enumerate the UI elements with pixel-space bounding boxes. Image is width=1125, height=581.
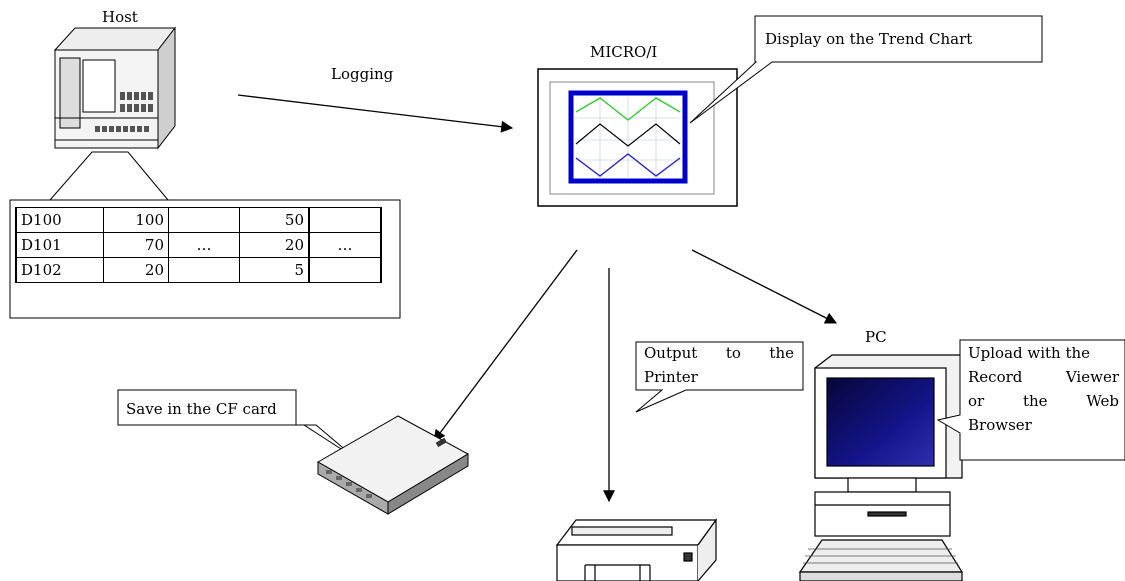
table-cell: 5 [239,257,310,283]
arrow-to-cf-card [433,249,578,442]
table-cell: D100 [15,207,104,233]
printer-callout-box [635,341,804,413]
printer-callout-text: Output to the Printer [644,341,794,389]
logging-label: Logging [331,65,394,83]
table-cell: … [168,232,240,258]
upload-callout-box [936,339,1125,461]
table-cell [308,257,382,283]
cf-card-callout-box [117,389,356,459]
cf-card-image [316,415,470,515]
table-cell: D101 [15,232,104,258]
upload-callout-line-3: or the Web [968,392,1119,410]
micro-i-label: MICRO/I [590,43,658,61]
table-cell: 50 [239,207,310,233]
logging-arrow [237,94,514,133]
table-callout-box [9,199,401,319]
table-cell [168,257,240,283]
table-row: D102 20 5 [15,257,382,283]
trend-chart-callout-text: Display on the Trend Chart [765,30,973,48]
printer-callout-line-1: Output to the [644,344,794,362]
table-cell [168,207,240,233]
table-cell: … [308,232,382,258]
upload-callout-line-1: Upload with the [968,344,1091,362]
host-label: Host [102,8,138,26]
host-callout-pointer [49,151,169,201]
table-row: D101 70 … 20 … [15,232,382,258]
pc-image [798,354,964,581]
trend-callout-box [689,15,1043,124]
upload-callout-text: Upload with the Record Viewer or the Web… [968,341,1119,437]
micro-i-device [537,68,738,207]
trend-line-green [575,97,681,121]
data-register-table: D100 100 50 D101 70 … 20 … D102 20 5 [15,207,382,283]
printer-callout-line-2: Printer [644,368,698,386]
table-cell: 70 [103,232,169,258]
cf-card-callout-text: Save in the CF card [126,400,277,418]
trend-line-black [575,123,681,147]
table-cell: D102 [15,257,104,283]
arrow-to-pc [691,249,838,324]
trend-line-blue [575,153,681,177]
table-cell: 20 [103,257,169,283]
table-cell: 100 [103,207,169,233]
pc-monitor-screen [826,377,935,467]
pc-label: PC [865,328,887,346]
upload-callout-line-2: Record Viewer [968,368,1119,386]
table-row: D100 100 50 [15,207,382,233]
printer-image [555,518,718,581]
upload-callout-line-4: Browser [968,416,1032,434]
host-plc-image [53,26,177,150]
table-cell: 20 [239,232,310,258]
table-cell [308,207,382,233]
